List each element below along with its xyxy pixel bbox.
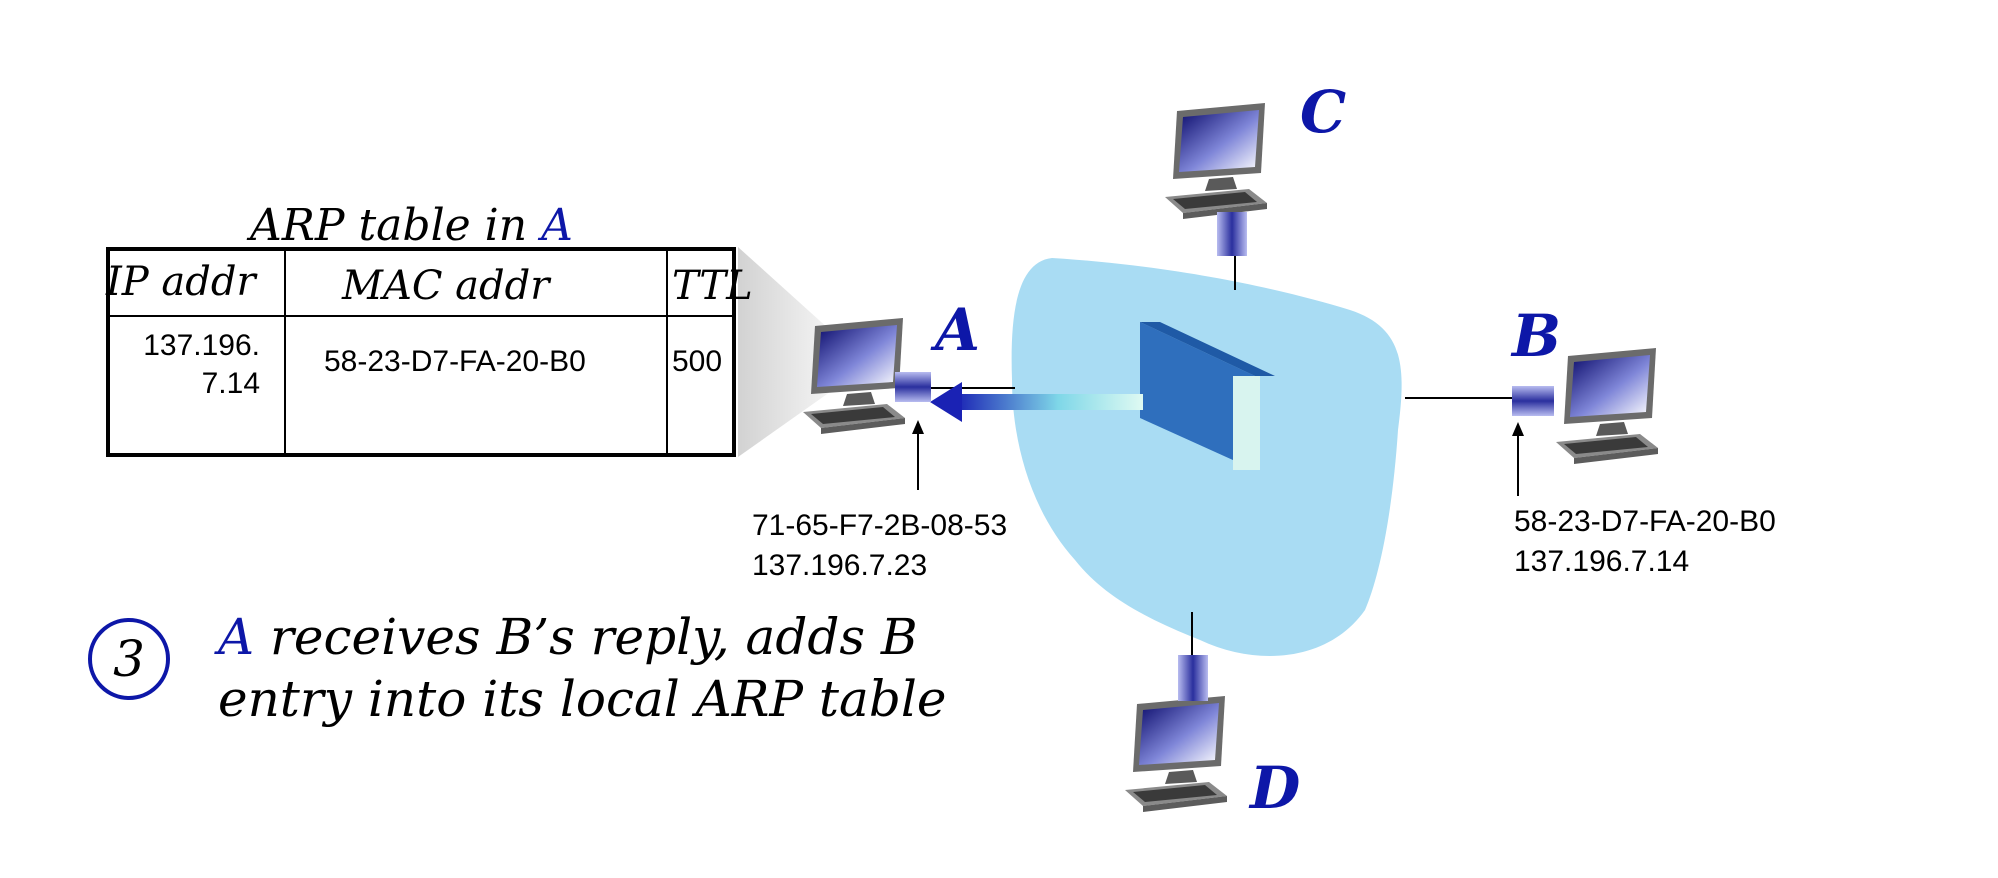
step-number: 3 [113,630,145,688]
host-a-label: A [935,296,981,364]
host-b-address: 58-23-D7-FA-20-B0 137.196.7.14 [1514,502,1776,582]
header-divider [110,315,732,317]
host-a-address: 71-65-F7-2B-08-53 137.196.7.23 [752,506,1007,586]
arp-table: IP addr MAC addr TTL 137.196. 7.14 58-23… [106,247,753,457]
row-ip-line1: 137.196. [143,329,260,362]
step-caption-line1: A receives B’s reply, adds B [218,606,946,668]
host-a-ip: 137.196.7.23 [752,549,928,582]
host-b-ip: 137.196.7.14 [1514,545,1690,578]
host-b-label: B [1512,302,1562,370]
host-a-nic [895,372,931,402]
host-a-computer [803,318,905,434]
host-b-computer [1556,348,1658,464]
col-divider [284,251,286,453]
host-a-mac: 71-65-F7-2B-08-53 [752,509,1008,542]
host-c-label: C [1300,78,1347,146]
col-divider [666,251,668,453]
lan-cloud [1011,258,1402,656]
row-ttl: 500 [672,345,723,378]
host-c-computer [1165,103,1267,219]
step-caption: A receives B’s reply, adds B entry into … [218,606,946,730]
reply-arrow [955,394,1143,410]
row-mac: 58-23-D7-FA-20-B0 [324,345,586,378]
header-mac: MAC addr [342,263,550,309]
arp-table-title: ARP table in A [250,200,573,251]
switch-side [1233,376,1260,470]
step-actor: A [218,608,255,666]
host-c-nic [1217,212,1247,256]
row-ip: 137.196. 7.14 [120,327,260,403]
arp-table-host: A [541,200,573,251]
header-ip: IP addr [106,259,256,305]
host-b-mac: 58-23-D7-FA-20-B0 [1514,505,1776,538]
row-ip-line2: 7.14 [201,367,260,400]
host-d-computer [1125,696,1227,812]
header-ttl: TTL [672,263,753,309]
zoom-callout [738,247,830,457]
step-badge: 3 [88,618,170,700]
step-text-line2: entry into its local ARP table [218,670,947,728]
host-d-label: D [1250,754,1301,822]
switch-box [1140,322,1255,470]
step-text-line1: receives B’s reply, adds B [254,608,918,666]
host-b-nic [1512,386,1554,416]
host-d-nic [1178,655,1208,701]
